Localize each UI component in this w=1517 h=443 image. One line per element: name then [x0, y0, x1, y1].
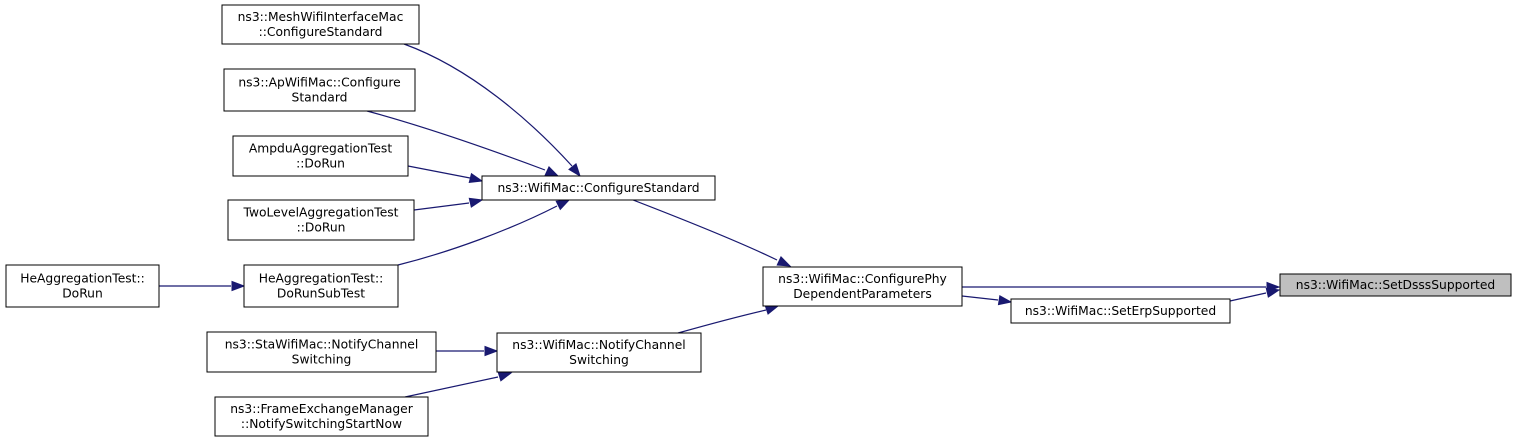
edge-hesub-to-configstd [397, 199, 571, 266]
arrowhead [776, 256, 792, 267]
edge-stanotify-to-notifych [436, 345, 499, 357]
node-box [227, 199, 415, 241]
node-label-line: ns3::ApWifiMac::Configure [238, 76, 400, 90]
node-label-line: ns3::WifiMac::SetErpSupported [1025, 304, 1216, 318]
arrowhead [468, 172, 484, 184]
edge-meshcfg-to-configstd [403, 43, 581, 178]
node-box [481, 175, 716, 201]
node-label-line: Switching [292, 353, 352, 367]
arrowhead [1265, 287, 1281, 298]
edge-notifych-to-configphy [677, 304, 780, 334]
edge-line [413, 202, 470, 211]
edge-line [1229, 292, 1267, 302]
node-configphy[interactable]: ns3::WifiMac::ConfigurePhyDependentParam… [762, 266, 963, 307]
edge-ampdu-to-configstd [407, 165, 484, 184]
node-label-line: DependentParameters [793, 287, 932, 301]
arrowhead [764, 304, 780, 315]
edge-line [632, 199, 778, 261]
node-label-line: Standard [292, 91, 348, 105]
node-label-line: AmpduAggregationTest [249, 142, 392, 156]
node-label-line: ::ConfigureStandard [259, 25, 383, 39]
edge-twolevel-to-configstd [413, 197, 484, 211]
node-box [1279, 273, 1512, 297]
edge-line [397, 205, 558, 266]
node-box [243, 264, 399, 308]
node-herun[interactable]: HeAggregationTest::DoRun [5, 264, 160, 308]
node-box [1010, 298, 1231, 324]
edge-configstd-to-configphy [632, 199, 792, 267]
node-box [232, 135, 409, 177]
arrowhead [468, 197, 484, 208]
edge-fem-to-notifych [404, 371, 513, 398]
edge-seterp-to-setdsss [1229, 287, 1281, 302]
node-configstd[interactable]: ns3::WifiMac::ConfigureStandard [481, 175, 716, 201]
arrowhead [555, 199, 571, 211]
node-label-line: DoRun [62, 287, 103, 301]
arrowhead [544, 166, 560, 177]
node-label-line: ::DoRun [297, 221, 346, 235]
node-box [214, 396, 429, 437]
node-label-line: HeAggregationTest:: [259, 272, 384, 286]
node-fem[interactable]: ns3::FrameExchangeManager::NotifySwitchi… [214, 396, 429, 437]
arrowhead [568, 162, 581, 178]
node-label-line: ns3::MeshWifiInterfaceMac [238, 10, 404, 24]
node-meshcfg[interactable]: ns3::MeshWifiInterfaceMac::ConfigureStan… [221, 4, 420, 45]
edge-line [404, 376, 499, 398]
node-label-line: TwoLevelAggregationTest [242, 206, 398, 220]
edge-line [407, 165, 471, 179]
edge-line [366, 110, 546, 171]
node-box [496, 332, 702, 373]
arrowhead [484, 345, 499, 357]
edge-configphy-to-setdsss [962, 281, 1281, 293]
node-label-line: ns3::WifiMac::NotifyChannel [512, 338, 685, 352]
node-apcfg[interactable]: ns3::ApWifiMac::ConfigureStandard [223, 68, 416, 112]
node-ampdu[interactable]: AmpduAggregationTest::DoRun [232, 135, 409, 177]
node-label-line: ns3::WifiMac::ConfigureStandard [497, 181, 699, 195]
nodes-layer: ns3::WifiMac::SetDsssSupportedns3::WifiM… [5, 4, 1512, 437]
node-hesub[interactable]: HeAggregationTest::DoRunSubTest [243, 264, 399, 308]
node-label-line: Switching [569, 353, 629, 367]
node-label-line: HeAggregationTest:: [20, 272, 145, 286]
arrowhead [497, 371, 513, 382]
arrowhead [997, 294, 1013, 306]
node-label-line: ::DoRun [296, 157, 345, 171]
node-seterp[interactable]: ns3::WifiMac::SetErpSupported [1010, 298, 1231, 324]
node-label-line: ns3::StaWifiMac::NotifyChannel [225, 338, 419, 352]
edge-configphy-to-seterp [961, 294, 1013, 306]
node-box [206, 331, 437, 373]
node-setdsss[interactable]: ns3::WifiMac::SetDsssSupported [1279, 273, 1512, 297]
edge-herun-to-hesub [159, 280, 246, 292]
node-label-line: ns3::WifiMac::SetDsssSupported [1296, 278, 1495, 292]
node-label-line: ::NotifySwitchingStartNow [241, 417, 402, 431]
node-box [223, 68, 416, 112]
node-label-line: DoRunSubTest [277, 287, 365, 301]
node-box [221, 4, 420, 45]
edges-layer [159, 43, 1281, 398]
node-twolevel[interactable]: TwoLevelAggregationTest::DoRun [227, 199, 415, 241]
node-box [762, 266, 963, 307]
edge-line [961, 295, 999, 301]
edge-line [677, 309, 767, 334]
node-box [5, 264, 160, 308]
node-label-line: ns3::WifiMac::ConfigurePhy [778, 272, 947, 286]
node-label-line: ns3::FrameExchangeManager [230, 402, 414, 416]
arrowhead [231, 280, 246, 292]
edge-line [403, 43, 573, 167]
